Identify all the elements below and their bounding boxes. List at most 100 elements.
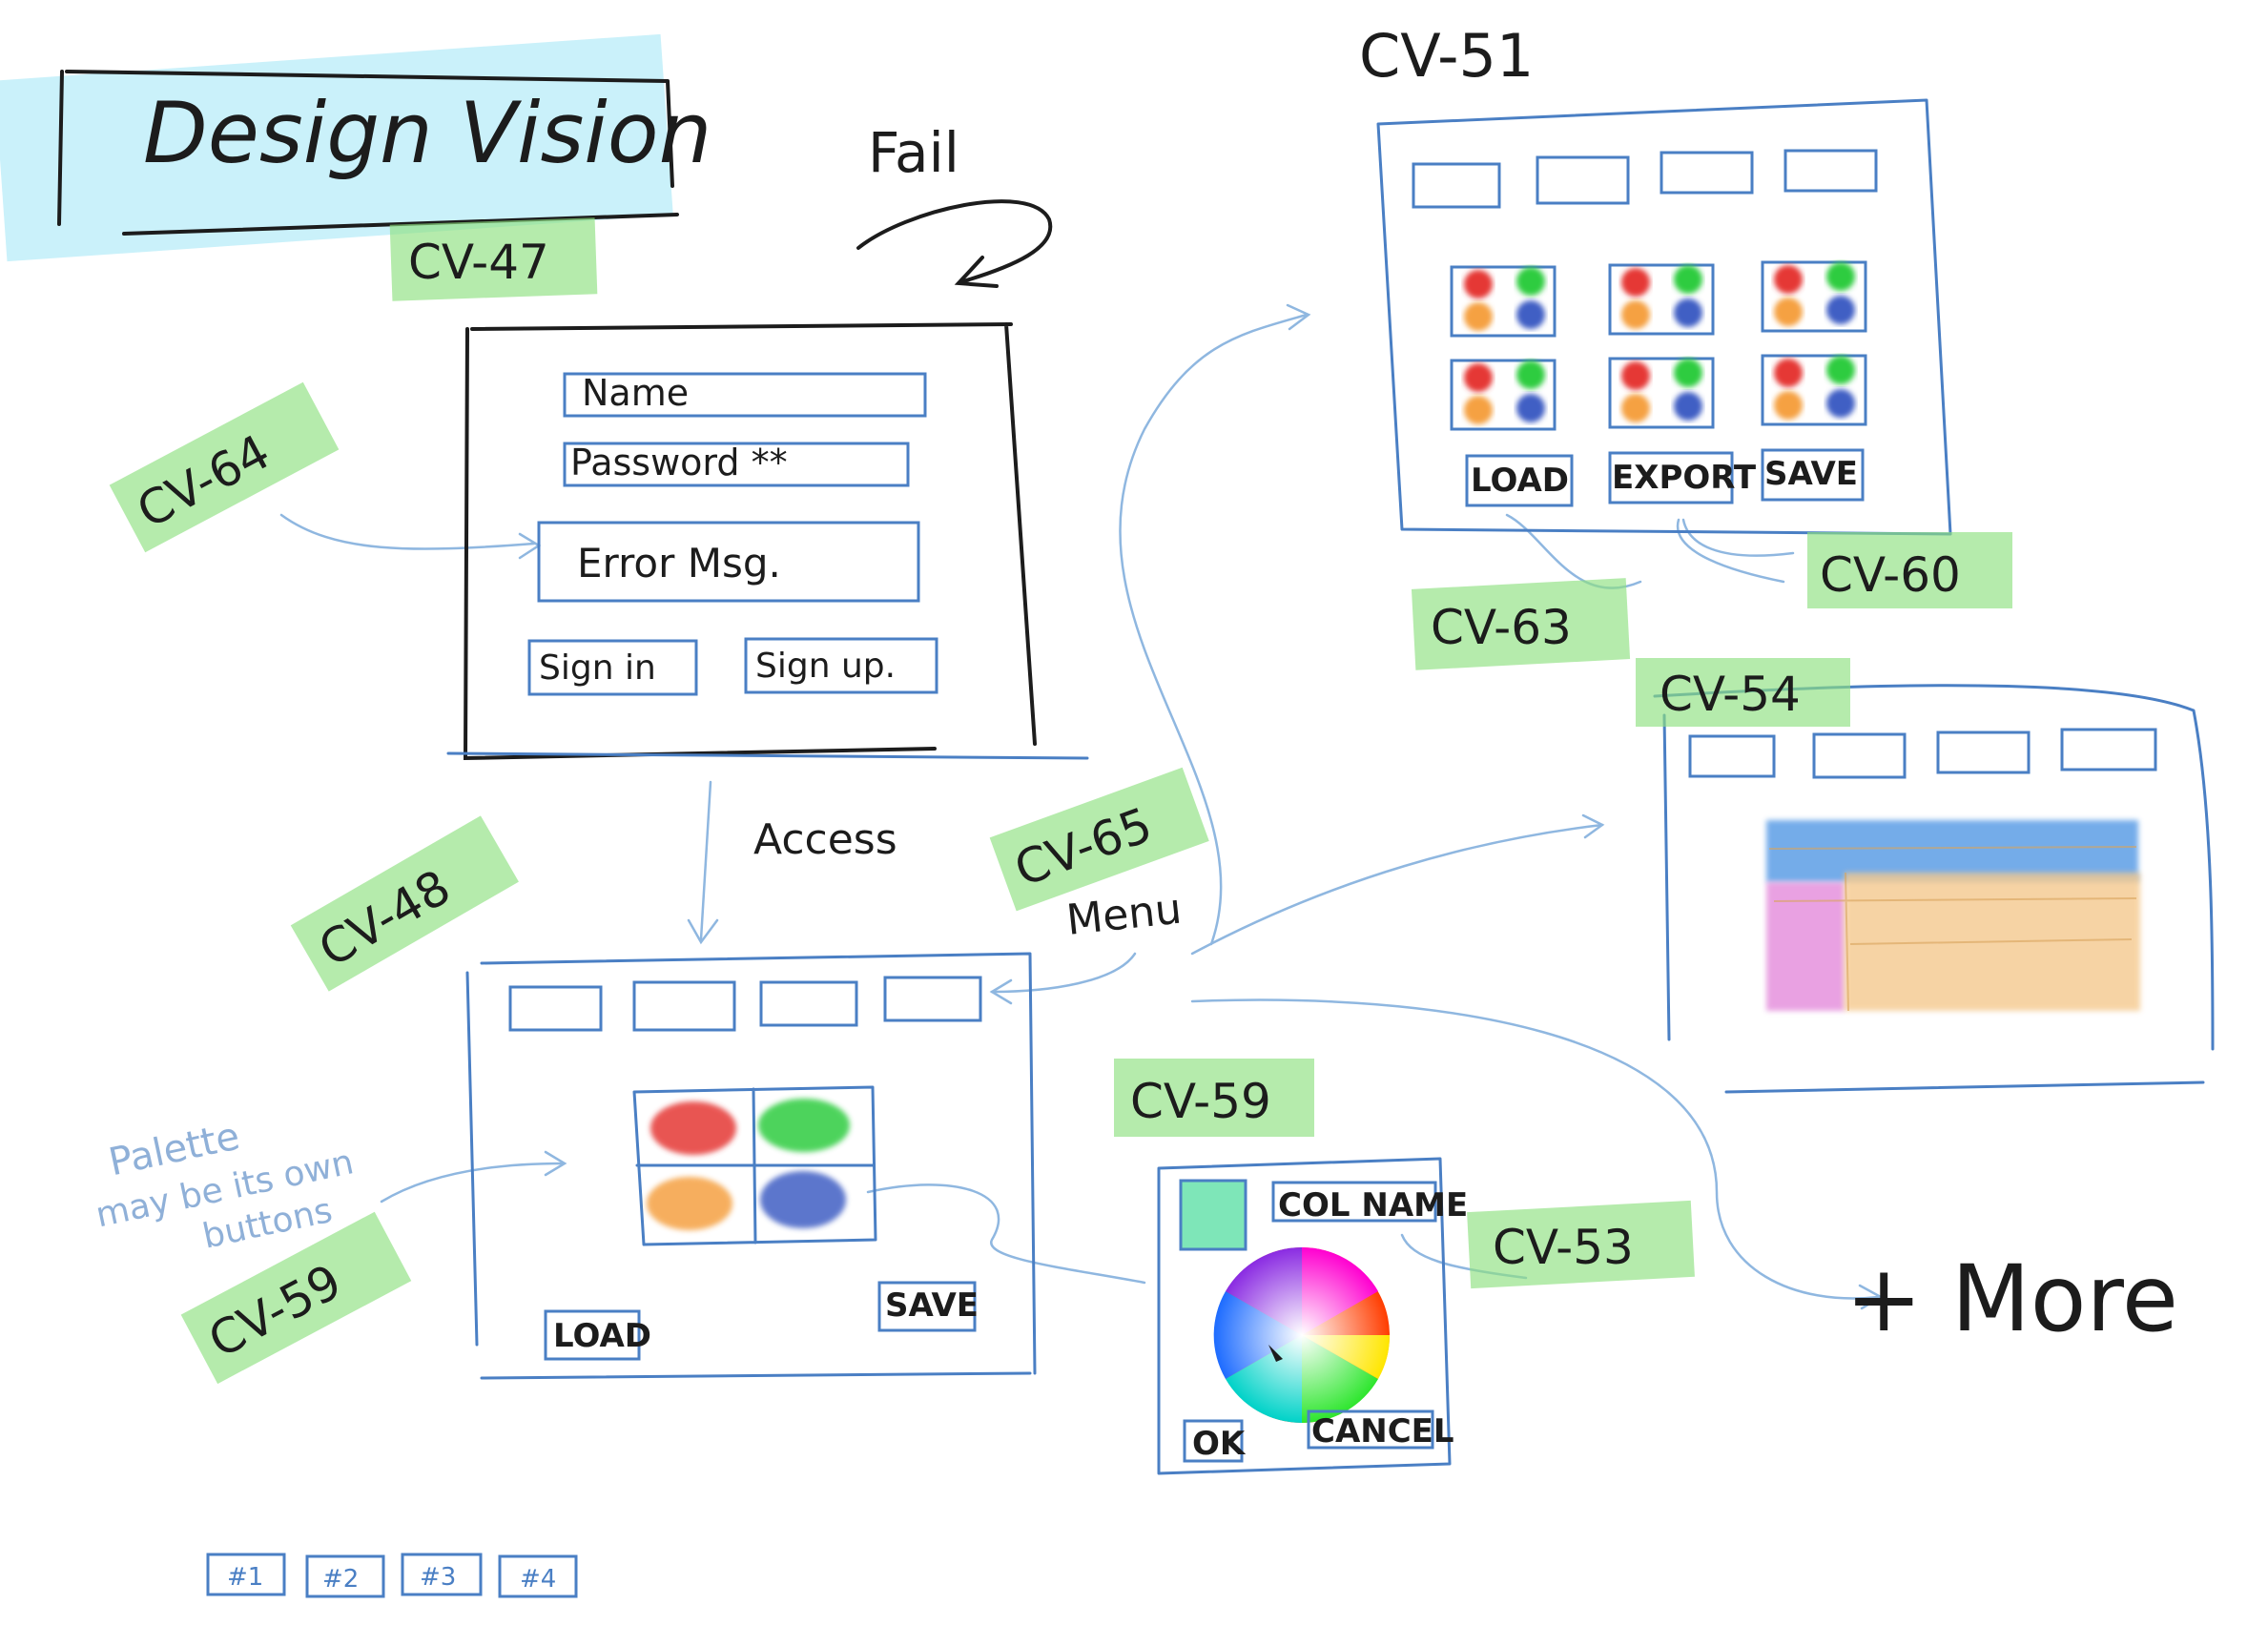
tag-cv59-dialog: CV-59 xyxy=(1114,1059,1314,1137)
main-load-box xyxy=(544,1309,641,1361)
tag-cv64: CV-64 xyxy=(109,381,340,553)
tag-cv60-text: CV-60 xyxy=(1820,547,1961,603)
fail-arrow xyxy=(856,199,1053,283)
bottom-tab-4[interactable]: #4 xyxy=(498,1554,578,1598)
table-tab-4[interactable] xyxy=(2060,728,2157,772)
col-name-label: COL NAME xyxy=(1278,1186,1468,1224)
gallery-tab-3[interactable] xyxy=(1660,151,1754,195)
arrowhead xyxy=(1286,303,1311,331)
main-tab-2[interactable] xyxy=(632,980,736,1032)
sign-in-label: Sign in xyxy=(539,648,656,688)
gallery-tab-2[interactable] xyxy=(1536,155,1630,205)
main-save-button[interactable]: SAVE xyxy=(877,1281,979,1332)
col-name-field[interactable]: COL NAME xyxy=(1271,1181,1468,1224)
password-field-box xyxy=(563,442,910,487)
main-load-button[interactable]: LOAD xyxy=(544,1309,651,1361)
arrow-cv63 xyxy=(1505,513,1642,589)
arrowhead xyxy=(687,918,719,945)
arrowhead xyxy=(989,978,1013,1005)
tag-cv59-dialog-text: CV-59 xyxy=(1130,1074,1271,1129)
sign-in-button[interactable]: Sign in xyxy=(527,639,698,696)
gallery-palette-1[interactable] xyxy=(1450,265,1557,338)
gallery-palette-4[interactable] xyxy=(1450,359,1557,431)
arrow-palette-to-dialog xyxy=(866,1183,1146,1285)
bottom-tab-1-label: #1 xyxy=(227,1563,263,1592)
ok-label: OK xyxy=(1192,1425,1247,1463)
sign-in-button-box xyxy=(527,639,698,696)
name-field-box xyxy=(563,372,927,418)
password-field[interactable]: Password ** xyxy=(563,442,910,487)
name-field-label: Name xyxy=(582,372,689,414)
ok-button[interactable]: OK xyxy=(1183,1419,1247,1463)
color-swatch-preview xyxy=(1179,1179,1247,1251)
error-message-box xyxy=(537,521,920,603)
arrow-cv64-to-error xyxy=(279,513,536,550)
login-frame-under xyxy=(446,751,1089,760)
gallery-palette-6[interactable] xyxy=(1761,354,1867,426)
tag-cv60: CV-60 xyxy=(1807,532,2012,608)
color-dialog-frame xyxy=(1157,1157,1452,1475)
cancel-button-box xyxy=(1307,1409,1434,1450)
gallery-wireframe: CV-51 xyxy=(1359,21,1952,536)
main-tab-4[interactable] xyxy=(883,976,982,1022)
cancel-label: CANCEL xyxy=(1311,1412,1454,1451)
gallery-tab-4[interactable] xyxy=(1783,149,1878,193)
arrowhead xyxy=(1581,813,1605,839)
bottom-tab-3-label: #3 xyxy=(420,1563,456,1592)
gallery-load-label: LOAD xyxy=(1471,462,1569,500)
gallery-tab-1[interactable] xyxy=(1412,162,1501,209)
tag-cv63-text: CV-63 xyxy=(1431,600,1572,655)
gallery-palette-5[interactable] xyxy=(1608,357,1715,429)
palette-swatch-orange[interactable] xyxy=(647,1177,732,1230)
gallery-save-button[interactable]: SAVE xyxy=(1761,448,1865,502)
bottom-tab-3[interactable]: #3 xyxy=(401,1553,483,1596)
main-tab-1[interactable] xyxy=(508,985,603,1032)
menu-label: Menu xyxy=(1064,885,1184,945)
gallery-load-button[interactable]: LOAD xyxy=(1465,454,1574,507)
main-save-box xyxy=(877,1281,977,1332)
login-wireframe: Name Password ** Error Msg. Sign in Sign… xyxy=(446,322,1089,761)
bottom-tab-1[interactable]: #1 xyxy=(206,1553,286,1596)
tag-cv53: CV-53 xyxy=(1467,1200,1695,1289)
title-highlight xyxy=(0,33,673,262)
bottom-tab-4-label: #4 xyxy=(520,1565,556,1594)
main-tab-3[interactable] xyxy=(759,980,858,1027)
tag-cv54: CV-54 xyxy=(1636,658,1850,727)
cancel-button[interactable]: CANCEL xyxy=(1307,1409,1454,1451)
access-label: Access xyxy=(753,815,897,864)
gallery-palette-2[interactable] xyxy=(1608,263,1715,336)
table-tab-2[interactable] xyxy=(1812,732,1907,779)
palette-swatch-green[interactable] xyxy=(758,1099,850,1152)
gallery-export-label: EXPORT xyxy=(1612,459,1757,497)
password-field-label: Password ** xyxy=(570,442,788,484)
fail-label: Fail xyxy=(868,120,959,185)
gallery-export-button[interactable]: EXPORT xyxy=(1608,451,1757,504)
fail-annotation: Fail xyxy=(856,120,1053,288)
bottom-tabs: #1 #2 #3 #4 xyxy=(206,1553,578,1598)
color-wheel[interactable] xyxy=(1213,1246,1391,1424)
tag-cv53-text: CV-53 xyxy=(1493,1220,1634,1275)
sign-up-button[interactable]: Sign up. xyxy=(744,637,938,694)
table-tab-1[interactable] xyxy=(1688,734,1776,778)
main-load-label: LOAD xyxy=(553,1317,651,1355)
ok-button-box xyxy=(1183,1419,1244,1463)
palette-grid-lines xyxy=(632,1085,877,1246)
arrow-cv60b xyxy=(1676,518,1785,584)
bottom-tab-2[interactable]: #2 xyxy=(305,1554,385,1598)
arrowhead xyxy=(1858,1284,1884,1310)
palette-grid xyxy=(632,1085,877,1246)
palette-swatch-blue[interactable] xyxy=(760,1171,846,1228)
tag-cv48: CV-48 xyxy=(290,815,519,992)
table-tab-3[interactable] xyxy=(1936,730,2031,774)
tag-cv63: CV-63 xyxy=(1411,578,1631,670)
more-label: + More xyxy=(1845,1245,2178,1352)
color-dialog-wireframe: COL NAME OK CANCEL xyxy=(1157,1157,1468,1475)
arrowhead xyxy=(544,1150,567,1177)
arrow-menu xyxy=(990,952,1137,994)
gallery-palette-3[interactable] xyxy=(1761,260,1867,333)
palette-swatch-red[interactable] xyxy=(650,1101,736,1155)
arrow-note-to-palette xyxy=(380,1162,565,1204)
name-field[interactable]: Name xyxy=(563,372,927,418)
table-wireframe xyxy=(1653,684,2215,1094)
